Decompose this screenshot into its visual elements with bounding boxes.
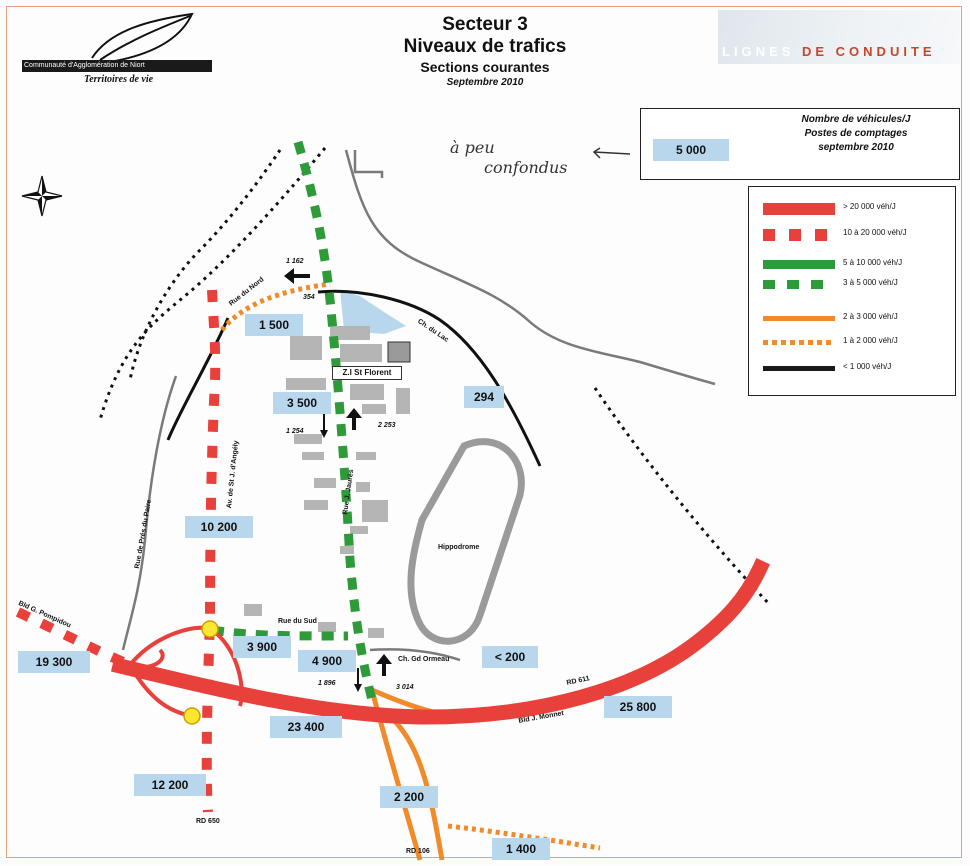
red-dashed-roads (15, 289, 221, 813)
label-zi-st-florent: Z.I St Florent (332, 366, 402, 380)
title-sector: Secteur 3 (442, 14, 528, 35)
title-date: Septembre 2010 (446, 77, 524, 88)
count-2200: 2 200 (380, 786, 438, 808)
page-frame (6, 6, 962, 858)
note-arrow-icon (592, 147, 631, 159)
logo-text-lignes: LIGNES (722, 44, 795, 59)
label-rd650: RD 650 (196, 818, 220, 825)
legend-swatch-5 (763, 316, 835, 321)
legend-item-4: 3 à 5 000 véh/J (759, 277, 949, 293)
legend-item-1: > 20 000 véh/J (759, 201, 949, 217)
legend-swatch-3 (763, 260, 835, 269)
count-1500: 1 500 (245, 314, 303, 336)
legend-label-7: < 1 000 véh/J (843, 362, 892, 371)
agglo-logo-subtitle: Territoires de vie (84, 74, 154, 85)
legend-item-5: 2 à 3 000 véh/J (759, 311, 949, 327)
handwritten-note-line-1: à peu (450, 138, 495, 157)
dir-count-3014: 3 014 (396, 684, 414, 691)
legend-label-2: 10 à 20 000 véh/J (843, 228, 907, 237)
count-3500: 3 500 (273, 392, 331, 414)
label-hippodrome: Hippodrome (438, 544, 480, 551)
legend-item-6: 1 à 2 000 véh/J (759, 335, 949, 351)
hippodrome-track (407, 438, 525, 645)
count-12200: 12 200 (134, 774, 206, 796)
legend: > 20 000 véh/J 10 à 20 000 véh/J 5 à 10 … (748, 186, 956, 396)
direction-arrows (284, 268, 392, 692)
info-line-2: Postes de comptages (804, 128, 908, 139)
agglo-logo-band: Communauté d'Agglomération de Niort (22, 60, 212, 72)
dir-count-2253: 2 253 (378, 422, 396, 429)
count-23400: 23 400 (270, 716, 342, 738)
dir-count-1896: 1 896 (318, 680, 336, 687)
info-sample-count: 5 000 (653, 139, 729, 161)
grey-roads (121, 149, 716, 662)
count-10200: 10 200 (185, 516, 253, 538)
green-dashed-roads (211, 140, 377, 702)
legend-swatch-1 (763, 203, 835, 215)
agglo-logo-leaf-icon (91, 12, 194, 63)
label-rd106: RD 106 (406, 848, 430, 855)
legend-item-2: 10 à 20 000 véh/J (759, 227, 949, 243)
lignes-de-conduite-logo: LIGNES DE CONDUITE (718, 10, 960, 64)
count-294: 294 (464, 386, 504, 408)
title-sub: Sections courantes (420, 59, 550, 75)
count-25800: 25 800 (604, 696, 672, 718)
legend-item-7: < 1 000 véh/J (759, 361, 949, 377)
handwritten-note-line-2: confondus (484, 158, 568, 177)
legend-label-3: 5 à 10 000 véh/J (843, 258, 903, 267)
legend-swatch-2 (763, 229, 835, 241)
count-1400: 1 400 (492, 838, 550, 860)
count-3900: 3 900 (233, 636, 291, 658)
count-19300: 19 300 (18, 651, 90, 673)
dir-count-1162: 1 162 (286, 258, 304, 265)
label-ch-gd-ormeau: Ch. Gd Ormeau (398, 656, 450, 663)
dotted-black-roads (98, 147, 772, 607)
rd106-dotted-road (447, 823, 601, 851)
legend-label-5: 2 à 3 000 véh/J (843, 312, 898, 321)
dir-count-1254: 1 254 (286, 428, 304, 435)
label-rue-du-sud: Rue du Sud (278, 618, 317, 625)
agglo-logo: Communauté d'Agglomération de Niort Terr… (22, 10, 212, 90)
info-box: 5 000 Nombre de véhicules/J Postes de co… (640, 108, 960, 180)
black-roads (166, 289, 542, 467)
dir-count-354: 354 (303, 294, 315, 301)
legend-swatch-7 (763, 366, 835, 371)
legend-label-1: > 20 000 véh/J (843, 202, 896, 211)
junction-north (201, 620, 219, 638)
info-line-3: septembre 2010 (818, 142, 894, 153)
info-text: Nombre de véhicules/J Postes de comptage… (759, 113, 953, 155)
info-line-1: Nombre de véhicules/J (801, 114, 911, 125)
title-main: Niveaux de trafics (403, 36, 567, 57)
bld-monnet-road (110, 558, 770, 725)
legend-swatch-6 (763, 340, 835, 345)
compass-rose-icon (21, 175, 63, 217)
title-block: Secteur 3 Niveaux de trafics Sections co… (370, 14, 600, 89)
logo-text-conduite: DE CONDUITE (802, 44, 936, 59)
count-lt200: < 200 (482, 646, 538, 668)
junction-south (183, 707, 201, 725)
legend-swatch-4 (763, 280, 835, 289)
legend-label-4: 3 à 5 000 véh/J (843, 278, 898, 287)
rue-du-nord-road (220, 281, 331, 332)
count-4900: 4 900 (298, 650, 356, 672)
legend-label-6: 1 à 2 000 véh/J (843, 336, 898, 345)
legend-item-3: 5 à 10 000 véh/J (759, 257, 949, 273)
